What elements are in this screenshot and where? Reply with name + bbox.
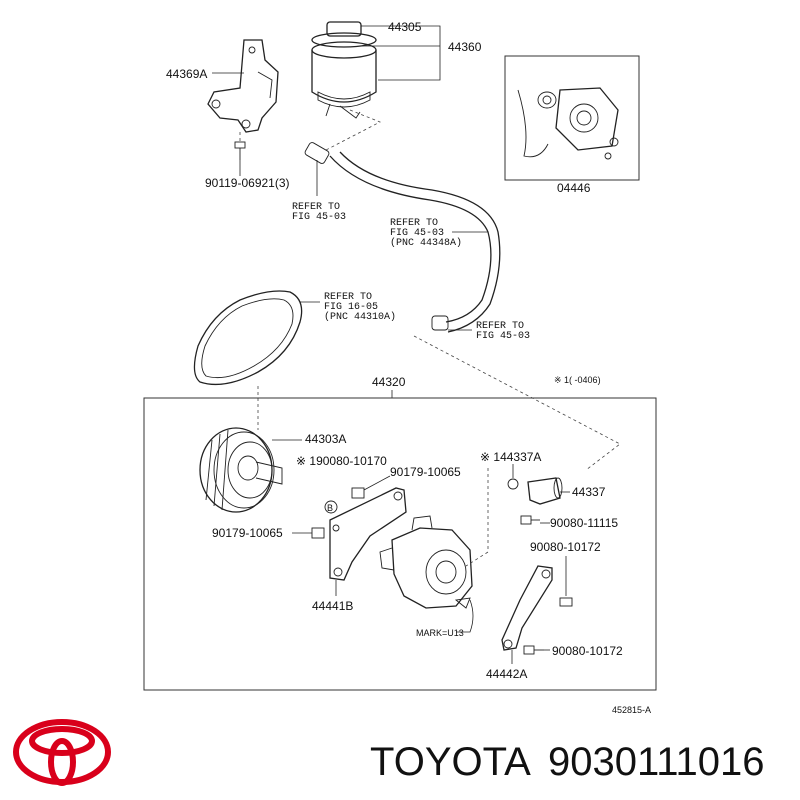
label-90179-10065-upper: 90179-10065 [390,465,461,479]
label-90080-10170: ※ 190080-10170 [296,454,387,468]
label-44369a: 44369A [166,67,207,81]
bolt-90080-11115 [520,515,540,525]
label-44303a: 44303A [305,432,346,446]
bolt-90179-10065-upper [351,487,365,499]
ref-fig-45-03-c: REFER TO FIG 45-03 [476,321,530,342]
mark-arrow [454,597,471,609]
bolt-90179-10065-lower [311,527,325,539]
label-44305: 44305 [388,20,422,34]
label-90080-10172-upper: 90080-10172 [530,540,601,554]
pulley-44303a [199,427,283,513]
bracket-44441b [329,487,407,581]
label-44360: 44360 [448,40,482,54]
label-90119-06921: 90119-06921(3) [205,176,290,190]
marker-b [324,500,338,514]
label-90080-10172-lower: 90080-10172 [552,644,623,658]
mark-u13: MARK=U13 [416,628,464,638]
bolt-90080-10172-upper [559,597,573,607]
bracket-44369a [207,39,279,133]
ref-fig-45-03-b: REFER TO FIG 45-03 (PNC 44348A) [390,218,462,249]
label-44337a: ※ 144337A [480,450,541,464]
label-44320: 44320 [372,375,406,389]
power-steering-pump [379,515,473,609]
o-ring-44337a [507,478,519,490]
ref-fig-16-05: REFER TO FIG 16-05 (PNC 44310A) [324,292,396,323]
kit-04446-parts [517,87,619,160]
label-90080-11115: 90080-11115 [550,516,618,530]
label-44442a: 44442A [486,667,527,681]
brand-name: TOYOTA [370,740,531,784]
pump-assembly-frame [143,397,657,691]
label-44441b: 44441B [312,599,353,613]
diagram-id: 452815-A [612,705,651,715]
union-44337 [527,477,563,505]
bolt-90080-10172-lower [523,645,544,655]
reservoir-assembly [311,21,377,119]
kit-box-04446 [504,55,640,181]
label-04446: 04446 [557,181,591,195]
label-90179-10065-lower: 90179-10065 [212,526,283,540]
toyota-logo-icon [13,719,111,786]
bracket-44442a [501,565,553,651]
part-number: 9030111016 [548,740,765,784]
return-hose [304,142,501,333]
label-44337: 44337 [572,485,606,499]
bolt-90119 [234,141,246,160]
marker-b-label: B [327,503,333,513]
ref-fig-45-03-a: REFER TO FIG 45-03 [292,202,346,223]
drive-belt [193,290,303,386]
note-serial-range: ※ 1( -0406) [554,375,601,385]
